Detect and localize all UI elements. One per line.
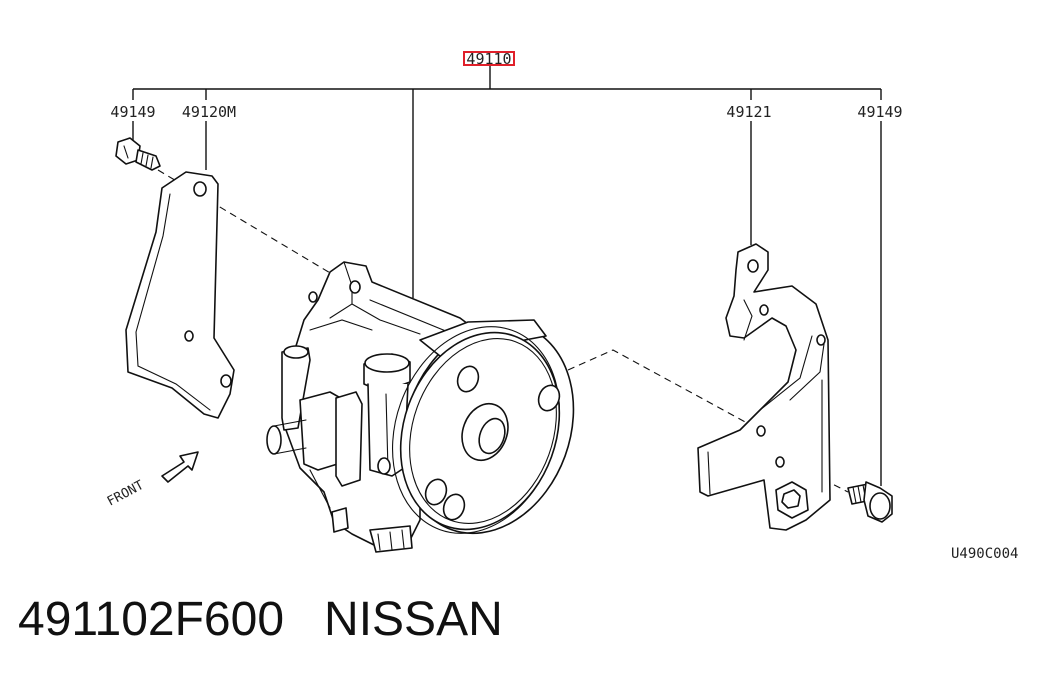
- bracket-right-icon[interactable]: [697, 243, 831, 531]
- callout-bracket-left[interactable]: 49120M: [182, 103, 236, 121]
- brand-name: NISSAN: [324, 593, 503, 646]
- callout-leader-lines: [132, 66, 882, 486]
- selected-part-highlight: [463, 51, 515, 66]
- part-caption: 491102F600 NISSAN: [18, 596, 503, 644]
- bolt-right-icon[interactable]: [847, 481, 893, 523]
- callout-bracket-right[interactable]: 49121: [726, 103, 771, 121]
- callout-bolt-left[interactable]: 49149: [110, 103, 155, 121]
- bolt-left-icon[interactable]: [115, 137, 161, 171]
- part-number: 491102F600: [18, 593, 285, 646]
- illustration-code: U490C004: [951, 546, 1018, 562]
- callout-bolt-right[interactable]: 49149: [857, 103, 902, 121]
- bracket-left-icon[interactable]: [125, 171, 235, 419]
- pump-pulley-icon[interactable]: [365, 298, 602, 557]
- callout-main-49110[interactable]: 49110: [466, 50, 511, 68]
- front-direction-arrow: FRONT: [105, 451, 199, 510]
- power-steering-pump-icon[interactable]: [266, 261, 477, 553]
- front-label: FRONT: [105, 478, 147, 510]
